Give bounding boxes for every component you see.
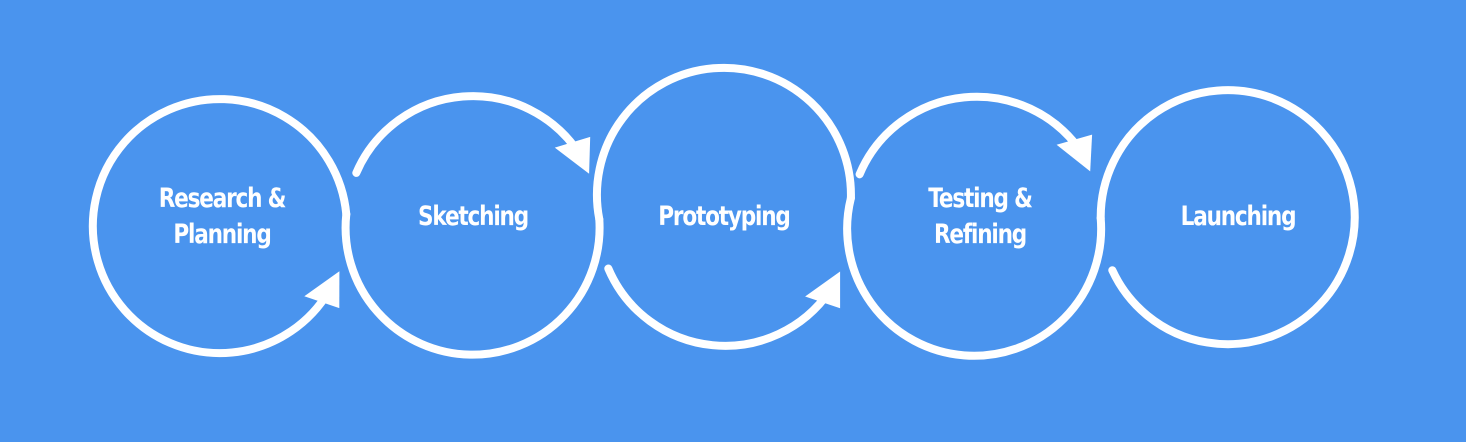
stage-label-research-line-1: Research & — [158, 183, 287, 214]
stage-label-launching-line-1: Launching — [1180, 201, 1297, 232]
stage-ring-prototyping — [592, 63, 855, 350]
stage-label-sketching: Sketching — [381, 199, 565, 235]
arrowhead-research-to-sketching — [304, 271, 340, 309]
stage-label-research-line-2: Planning — [173, 219, 271, 250]
stage-label-research: Research & Planning — [130, 181, 314, 253]
stage-ring-sketching — [341, 92, 604, 359]
stage-ring-research — [88, 95, 351, 358]
stage-label-prototyping-line-1: Prototyping — [658, 201, 791, 232]
stage-label-testing-line-2: Refining — [933, 219, 1027, 250]
stage-label-prototyping: Prototyping — [632, 199, 816, 235]
stage-label-sketching-line-1: Sketching — [418, 201, 529, 232]
stage-label-testing-line-1: Testing & — [928, 183, 1033, 214]
arrowhead-prototyping-to-testing — [805, 271, 841, 309]
stage-label-testing: Testing & Refining — [888, 181, 1072, 253]
arrowhead-testing-to-launching — [1056, 134, 1093, 172]
stage-ring-launching — [1096, 86, 1359, 349]
stage-ring-testing — [843, 92, 1106, 360]
stage-label-launching: Launching — [1146, 199, 1330, 235]
arrowhead-sketching-to-prototyping — [554, 136, 591, 174]
